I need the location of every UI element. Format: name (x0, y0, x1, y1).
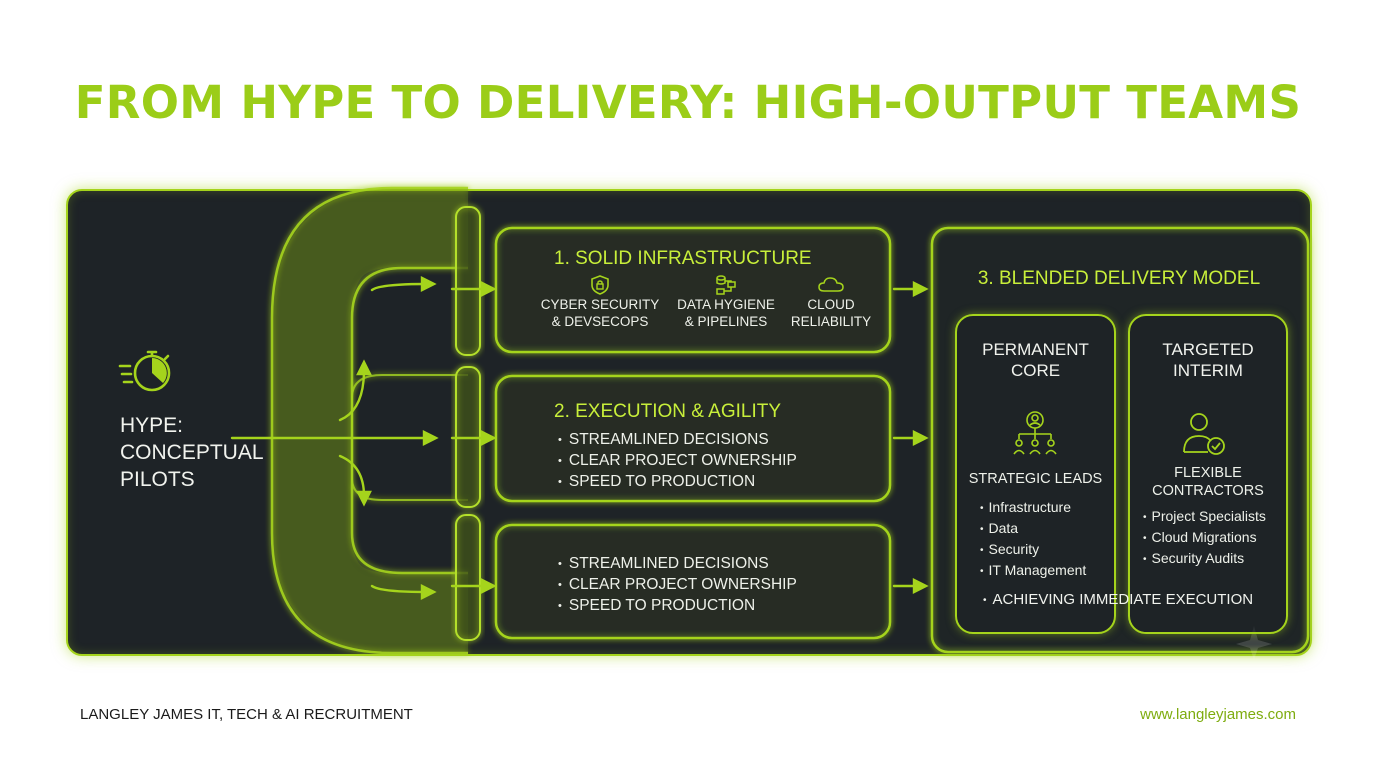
feature-cloud-reliability: CLOUD RELIABILITY (775, 274, 887, 330)
interim-item: Cloud Migrations (1143, 528, 1266, 549)
stage-bottom-bullet: CLEAR PROJECT OWNERSHIP (558, 575, 797, 596)
interim-subtitle: FLEXIBLE CONTRACTORS (1128, 464, 1288, 500)
stage1-title: 1. SOLID INFRASTRUCTURE (554, 248, 812, 269)
targeted-interim-heading: TARGETED INTERIM (1128, 339, 1288, 381)
hype-label-line1: HYPE: (120, 414, 184, 437)
hype-label: HYPE: CONCEPTUAL PILOTS (120, 412, 290, 493)
sparkle-decoration (1236, 626, 1272, 660)
feature-data-hygiene: DATA HYGIENE & PIPELINES (666, 274, 786, 330)
cloud-icon (818, 277, 844, 292)
interim-subtitle-line2: CONTRACTORS (1152, 483, 1264, 499)
page-title: FROM HYPE TO DELIVERY: HIGH-OUTPUT TEAMS (74, 76, 1302, 129)
shield-lock-icon (591, 275, 609, 295)
permanent-head-line2: CORE (1010, 361, 1061, 380)
permanent-item: IT Management (980, 561, 1087, 582)
data-pipeline-icon (716, 275, 736, 295)
stopwatch-icon (118, 350, 171, 392)
hype-label-line3: PILOTS (120, 468, 195, 491)
feature-data-line1: DATA HYGIENE (677, 297, 775, 312)
permanent-subtitle: STRATEGIC LEADS (968, 471, 1103, 487)
targeted-interim-card (1128, 314, 1288, 634)
feature-data-line2: & PIPELINES (684, 313, 768, 329)
permanent-item: Security (980, 540, 1086, 561)
blended-model-title: 3. BLENDED DELIVERY MODEL (977, 268, 1261, 289)
stage1-tube (494, 226, 892, 354)
permanent-core-heading: PERMANENT CORE (955, 339, 1116, 381)
stage2-bullet: STREAMLINED DECISIONS (558, 430, 797, 451)
footer-website-link[interactable]: www.langleyjames.com (1140, 706, 1296, 723)
feature-cyber-line1: CYBER SECURITY (540, 297, 660, 312)
stage-bottom-bullets: STREAMLINED DECISIONS CLEAR PROJECT OWNE… (558, 554, 797, 617)
interim-item: Security Audits (1143, 549, 1266, 570)
interim-head-line2: INTERIM (1173, 361, 1243, 380)
footer-brand: LANGLEY JAMES IT, TECH & AI RECRUITMENT (80, 706, 413, 723)
feature-cloud-line2: RELIABILITY (790, 313, 872, 329)
feature-cyber-line2: & DEVSECOPS (551, 313, 649, 329)
stage-bottom-bullet: SPEED TO PRODUCTION (558, 596, 797, 617)
stage2-bullets: STREAMLINED DECISIONS CLEAR PROJECT OWNE… (558, 430, 797, 493)
blended-footer-bullet: ACHIEVING IMMEDIATE EXECUTION (983, 591, 1254, 608)
branch-pipe (270, 186, 468, 655)
permanent-item: Infrastructure (980, 498, 1086, 519)
stage2-title: 2. EXECUTION & AGILITY (554, 401, 782, 422)
pipe-flange-bottom (455, 514, 481, 641)
permanent-head-line1: PERMANENT (982, 340, 1089, 359)
permanent-items: Infrastructure Data Security IT Manageme… (980, 498, 1087, 582)
stage-bottom-bullet: STREAMLINED DECISIONS (558, 554, 797, 575)
hype-label-line2: CONCEPTUAL (120, 441, 264, 464)
org-chart-icon (1013, 411, 1057, 455)
interim-subtitle-line1: FLEXIBLE (1174, 465, 1242, 481)
stage2-bullet: CLEAR PROJECT OWNERSHIP (558, 451, 797, 472)
interim-item: Project Specialists (1143, 507, 1266, 528)
interim-items: Project Specialists Cloud Migrations Sec… (1143, 507, 1266, 570)
stage2-bullet: SPEED TO PRODUCTION (558, 472, 797, 493)
feature-cloud-line1: CLOUD (807, 297, 855, 312)
permanent-item: Data (980, 519, 1086, 540)
user-check-icon (1183, 413, 1225, 455)
feature-cyber-security: CYBER SECURITY & DEVSECOPS (540, 274, 660, 330)
flow-arrows (230, 276, 929, 600)
pipe-flange-top (455, 206, 481, 356)
interim-head-line1: TARGETED (1162, 340, 1254, 359)
